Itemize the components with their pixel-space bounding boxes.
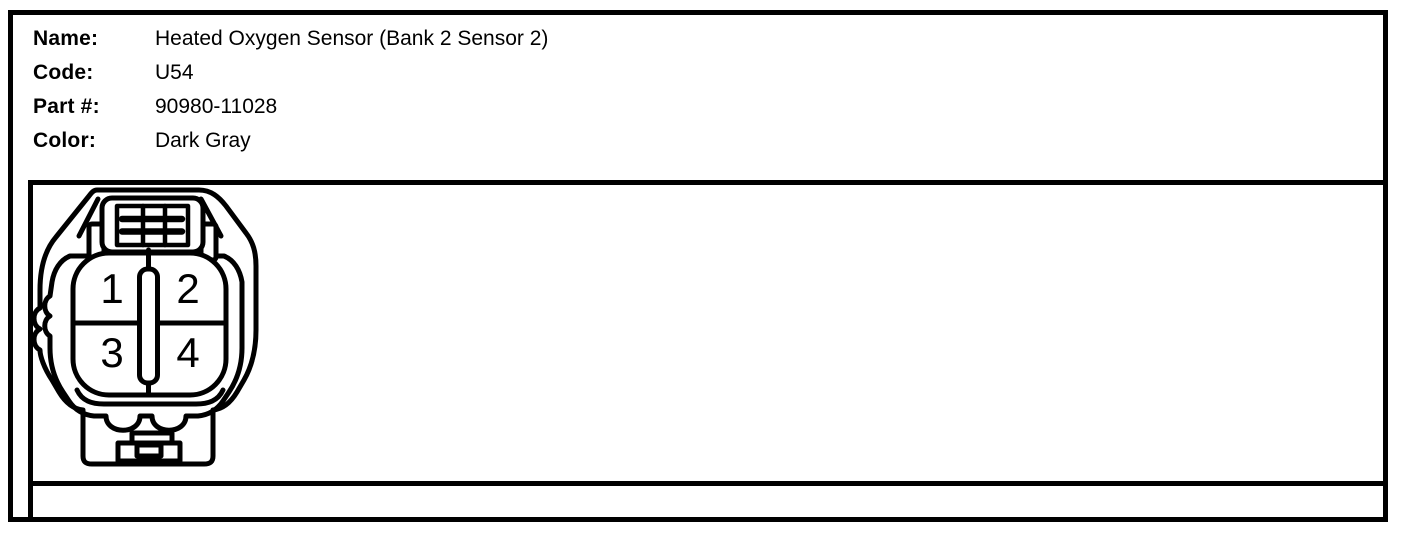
color-label: Color: xyxy=(33,129,97,152)
part-number-value: 90980-11028 xyxy=(155,95,278,118)
code-label: Code: xyxy=(33,61,94,84)
field-row-color: Color: Dark Gray xyxy=(33,124,548,158)
part-info-header: Name: Heated Oxygen Sensor (Bank 2 Senso… xyxy=(33,22,548,158)
color-value: Dark Gray xyxy=(155,129,251,152)
name-value: Heated Oxygen Sensor (Bank 2 Sensor 2) xyxy=(155,27,549,50)
field-row-code: Code: U54 xyxy=(33,56,548,90)
part-number-label: Part #: xyxy=(33,95,100,118)
connector-diagram-box xyxy=(28,180,1388,486)
name-label: Name: xyxy=(33,27,99,50)
empty-terminal-strip xyxy=(28,481,1388,522)
code-value: U54 xyxy=(155,61,194,84)
field-row-name: Name: Heated Oxygen Sensor (Bank 2 Senso… xyxy=(33,22,548,56)
field-row-part-number: Part #: 90980-11028 xyxy=(33,90,548,124)
